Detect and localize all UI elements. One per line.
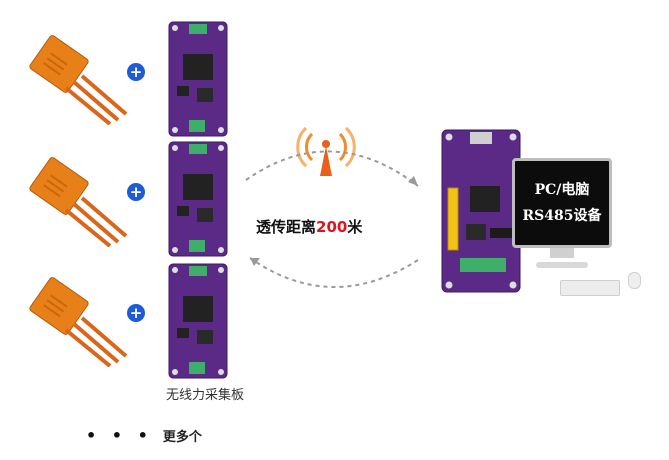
plus-icon: +	[127, 304, 145, 322]
receiver-board	[441, 129, 521, 293]
range-suffix: 米	[347, 218, 363, 236]
monitor-line-2: RS485设备	[522, 208, 602, 224]
wireless-board-3	[168, 263, 228, 379]
antenna-icon	[296, 126, 356, 176]
strain-gauge-2	[29, 157, 128, 247]
range-value: 200	[316, 218, 348, 236]
board-caption: 无线力采集板	[165, 388, 244, 403]
monitor-screen: PC/电脑 RS485设备	[512, 158, 612, 248]
wireless-board-2	[168, 141, 228, 257]
keyboard	[560, 280, 620, 296]
transmission-arrows	[245, 150, 419, 288]
plus-icon: +	[127, 63, 145, 81]
monitor-base	[536, 262, 588, 268]
monitor-line-1: PC/电脑	[534, 182, 590, 198]
monitor-stand	[550, 248, 574, 258]
range-prefix: 透传距离	[256, 218, 317, 236]
more-dots: • • •	[86, 426, 153, 445]
mouse	[628, 272, 641, 289]
plus-icon: +	[127, 183, 145, 201]
strain-gauge-1	[29, 35, 128, 125]
more-items: • • • 更多个	[86, 426, 202, 445]
wireless-board-1	[168, 21, 228, 137]
strain-gauge-3	[29, 277, 128, 367]
monitor: PC/电脑 RS485设备	[512, 158, 612, 258]
more-text: 更多个	[162, 430, 202, 445]
range-label: 透传距离200米	[256, 216, 362, 237]
